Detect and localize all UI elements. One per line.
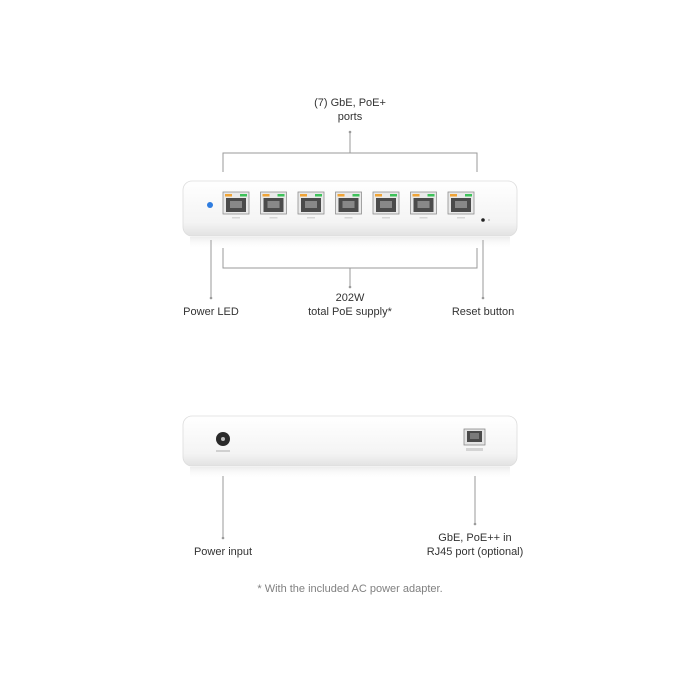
port-led-green [352,194,360,197]
rear-device-body [182,415,518,467]
port-led-green [465,194,472,197]
port-led-amber [225,194,232,197]
port-led-amber [337,194,345,197]
rear-rj45-port-icon [463,428,486,451]
front-device-reflection [190,237,510,249]
poe-supply-label: 202W total PoE supply* [285,291,415,319]
rj45-port-icon [335,191,362,219]
uplink-port-label-line2: RJ45 port (optional) [426,546,524,558]
port-led-amber [375,194,382,197]
front-device [182,180,518,249]
port-led-amber [412,194,420,197]
reset-indicator-dot [487,218,491,222]
port-led-amber [450,194,457,197]
poe-supply-bracket-line [222,248,478,269]
power-led-label: Power LED [183,306,239,318]
port-led-green [427,194,435,197]
poe-supply-label-line1: 202W [335,292,365,304]
rj45-port-icon [410,191,437,219]
front-ports-group [222,191,475,219]
uplink-port-label-line1: GbE, PoE++ in [438,532,512,544]
rear-device [182,415,518,479]
rear-device-reflection [190,467,510,479]
port-led-green [277,194,285,197]
ports-label-line2: ports [337,111,363,123]
rj45-port-icon [447,191,475,219]
rj45-port-icon [297,191,325,219]
leader-lines-front [209,130,485,300]
port-led-green [240,194,247,197]
port-led-amber [300,194,307,197]
rj45-port-icon [260,191,287,219]
power-input-jack-icon [216,432,230,452]
ports-label-line1: (7) GbE, PoE+ [314,97,386,109]
reset-button-label: Reset button [451,306,515,318]
ports-bracket-line [222,152,478,172]
reset-button-hole [481,218,485,222]
port-led-green [390,194,397,197]
rj45-port-icon [222,191,250,219]
uplink-port-label: GbE, PoE++ in RJ45 port (optional) [410,531,540,559]
port-led-amber [262,194,270,197]
poe-supply-label-line2: total PoE supply* [308,306,392,318]
ports-label: (7) GbE, PoE+ ports [290,96,410,124]
power-led-indicator [207,202,213,208]
footnote: * With the included AC power adapter. [257,583,443,595]
port-led-green [315,194,322,197]
power-input-label: Power input [193,546,253,558]
rj45-port-icon [372,191,400,219]
leader-lines-rear [221,476,477,540]
